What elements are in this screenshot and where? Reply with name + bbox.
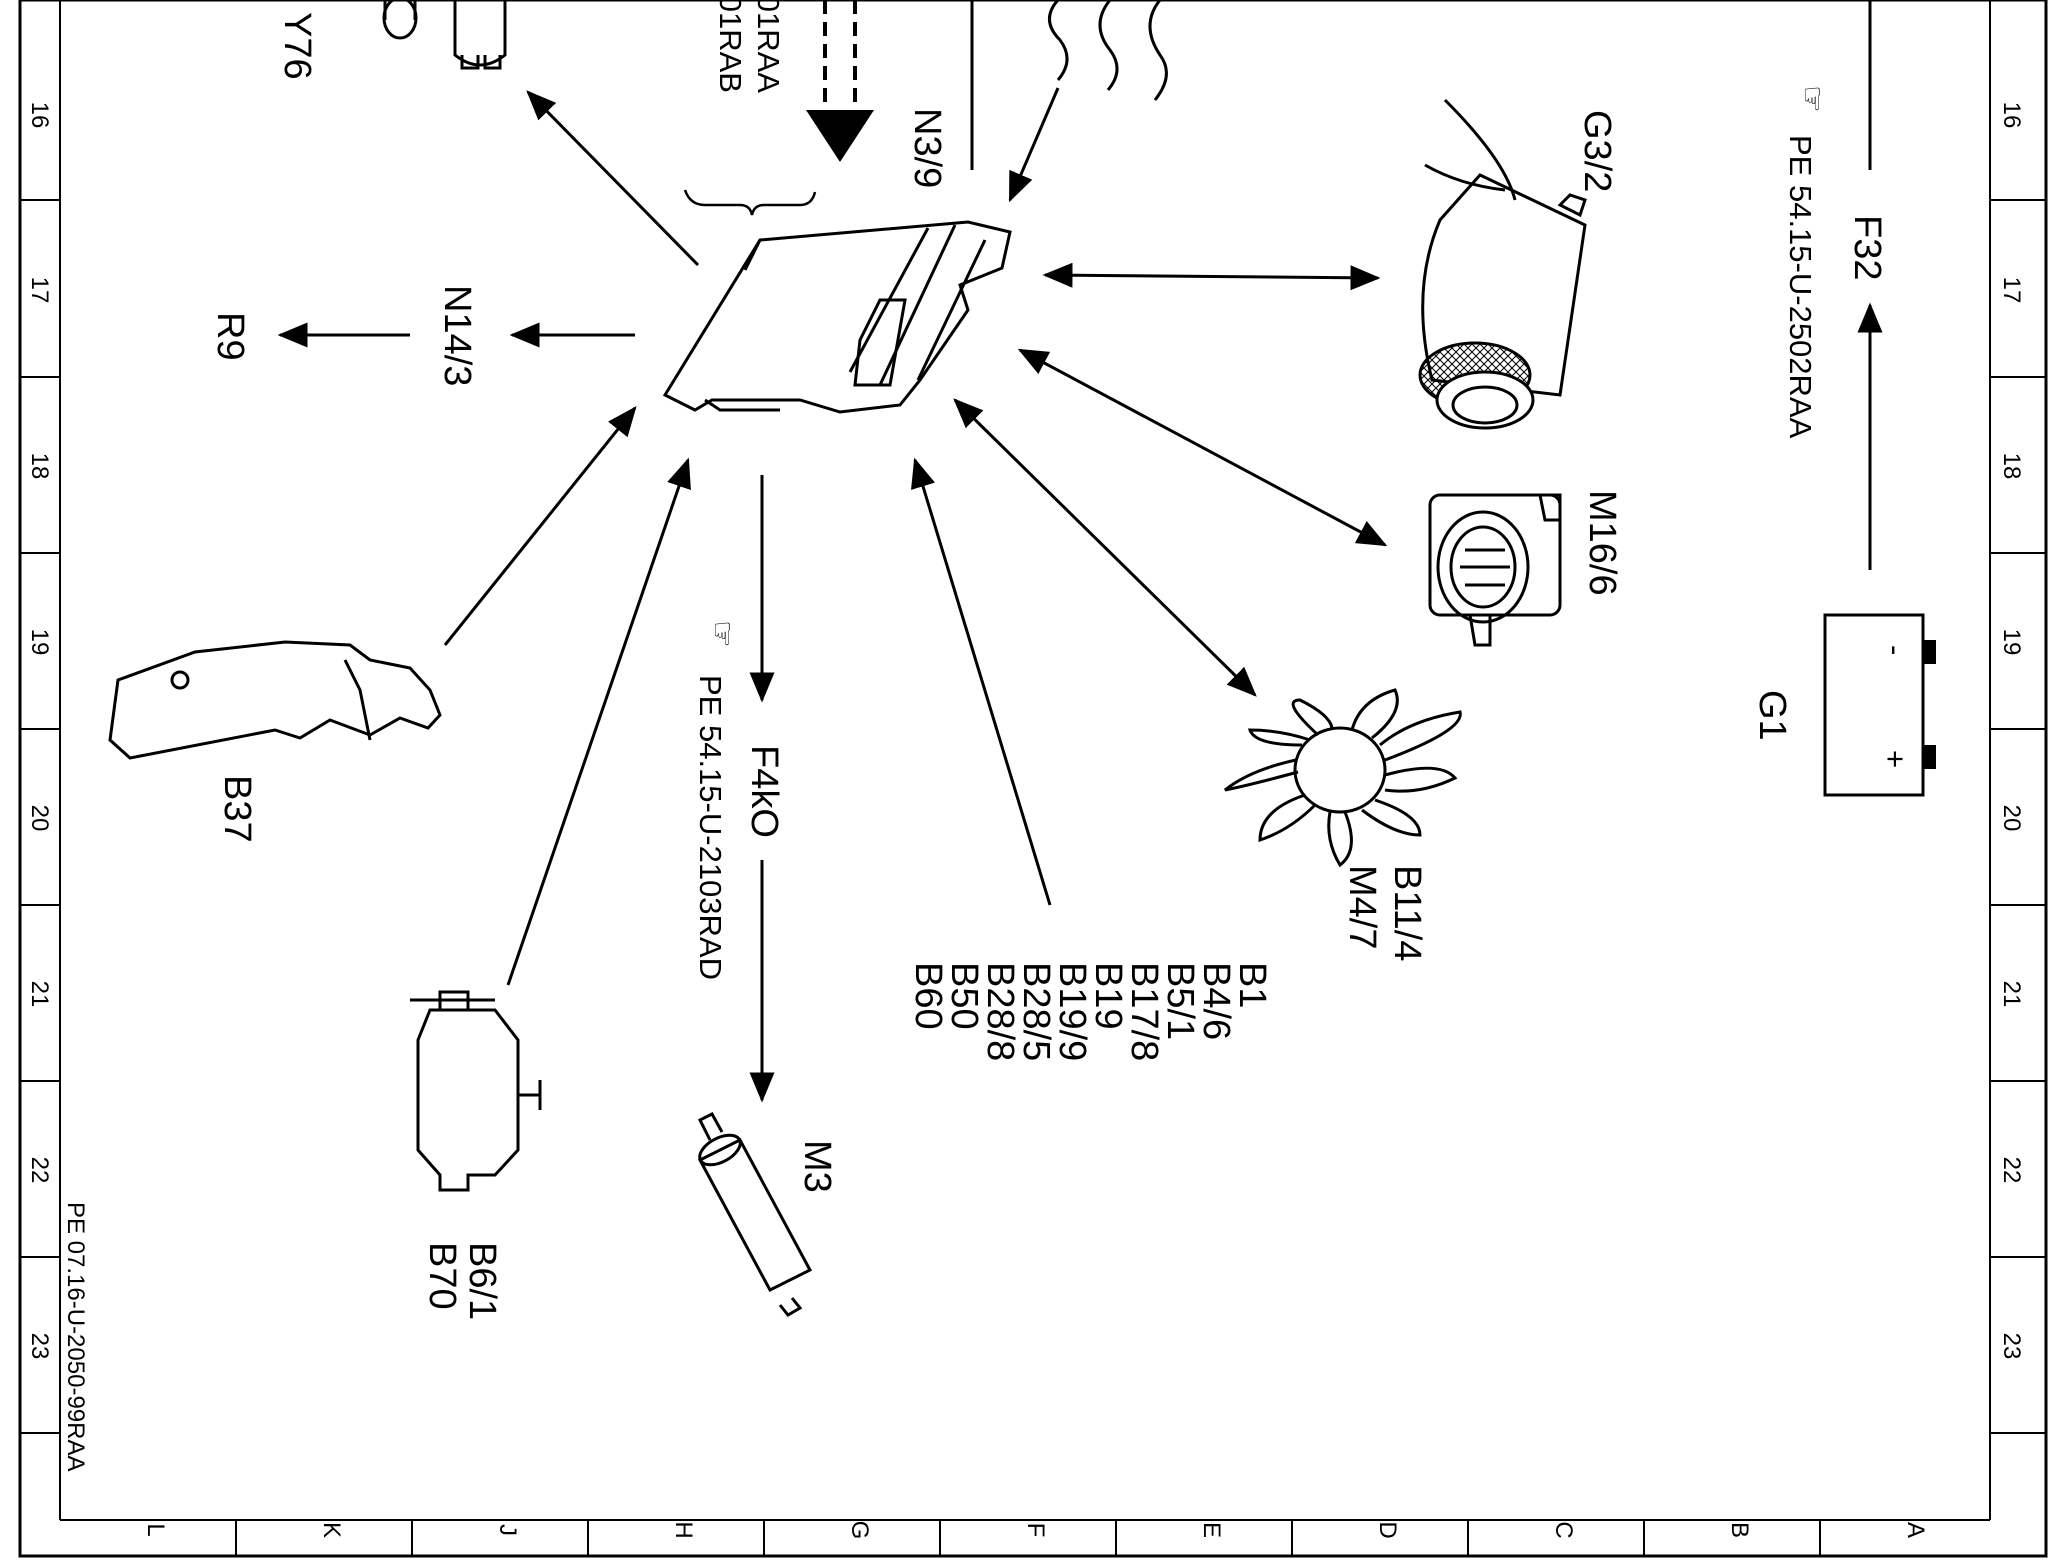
footer-document-id: PE 07.16-U-2050-99RAA bbox=[62, 1202, 89, 1471]
label-m16-6: M16/6 bbox=[1581, 490, 1623, 596]
label-sensor-b19-9: B19/9 bbox=[1051, 962, 1093, 1061]
diagram-frame bbox=[18, 0, 2048, 1558]
label-sensor-b60: B60 bbox=[907, 962, 949, 1030]
label-f32: F32 bbox=[1846, 215, 1888, 280]
component-m3-drawing bbox=[697, 1112, 813, 1317]
arrow-ecu-g3-2 bbox=[1042, 262, 1381, 291]
component-b6-1-b70-drawing bbox=[410, 990, 542, 1192]
grid-col-F: F bbox=[1022, 1523, 1049, 1538]
row-ticks bbox=[20, 199, 2046, 1434]
grid-row-22-left: 22 bbox=[26, 1157, 53, 1184]
grid-row-21-left: 21 bbox=[26, 981, 53, 1008]
grid-row-19-right: 19 bbox=[1998, 629, 2025, 656]
component-b37-drawing bbox=[108, 640, 442, 760]
arrow-b6-1-to-ecu bbox=[506, 457, 691, 986]
component-y76-drawing bbox=[382, 0, 507, 70]
grid-col-K: K bbox=[318, 1522, 345, 1538]
wavy-signal-lines bbox=[1048, 0, 1168, 101]
grid-row-20-right: 20 bbox=[1998, 805, 2025, 832]
component-b11-4-m4-7-fan-drawing bbox=[1224, 688, 1462, 868]
grid-row-17-right: 17 bbox=[1998, 277, 2025, 304]
label-g1: G1 bbox=[1751, 690, 1793, 741]
grid-row-17-left: 17 bbox=[26, 277, 53, 304]
grid-row-20-left: 20 bbox=[26, 805, 53, 832]
label-b70: B70 bbox=[421, 1242, 463, 1310]
label-pe-2502: PE 54.15-U-2502RAA bbox=[1783, 135, 1818, 439]
grid-row-22-right: 22 bbox=[1998, 1157, 2025, 1184]
arrow-ecu-to-y76 bbox=[526, 90, 700, 267]
grid-col-B: B bbox=[1726, 1522, 1753, 1538]
label-n3-9: N3/9 bbox=[906, 108, 948, 188]
grid-col-G: G bbox=[846, 1521, 873, 1540]
label-sensor-b50: B50 bbox=[943, 962, 985, 1030]
control-unit-n3-9-drawing bbox=[662, 220, 1012, 414]
icon-pointing-hand-f32: ☞ bbox=[1795, 85, 1830, 113]
grid-col-J: J bbox=[494, 1524, 521, 1536]
label-ref-2101raa: 6-U-2101RAA bbox=[751, 0, 786, 93]
arrow-b37-to-ecu bbox=[443, 406, 637, 646]
label-b37: B37 bbox=[216, 775, 258, 843]
label-b11-4: B11/4 bbox=[1386, 865, 1428, 961]
grid-col-E: E bbox=[1198, 1522, 1225, 1538]
label-sensor-b5-1: B5/1 bbox=[1159, 962, 1201, 1040]
label-sensor-b28-5: B28/5 bbox=[1015, 962, 1057, 1061]
component-g1-battery bbox=[1823, 613, 1936, 797]
label-sensor-b1: B1 bbox=[1231, 962, 1273, 1008]
label-sensor-b4-6: B4/6 bbox=[1195, 962, 1237, 1040]
grid-row-18-left: 18 bbox=[26, 453, 53, 480]
label-f4k0: F4kO bbox=[743, 745, 785, 838]
arrow-ecu-fan bbox=[953, 398, 1257, 697]
sensor-label-list: B1 B4/6 B5/1 B17/8 B19 B19/9 B28/5 B28/8… bbox=[907, 962, 1273, 1061]
arrow-wavy-to-ecu bbox=[1008, 87, 1060, 203]
label-sensor-b17-8: B17/8 bbox=[1123, 962, 1165, 1061]
component-m16-6-drawing bbox=[1428, 493, 1562, 647]
dashed-bus-input-arrow bbox=[806, 0, 874, 162]
grid-row-16-right: 16 bbox=[1998, 102, 2025, 129]
grid-row-23-right: 23 bbox=[1998, 1333, 2025, 1360]
grid-column-labels: L K J H G F E D C B A bbox=[142, 1521, 1929, 1540]
label-m3: M3 bbox=[796, 1140, 838, 1193]
label-y76: Y76 bbox=[276, 12, 318, 80]
grid-col-L: L bbox=[142, 1523, 169, 1536]
grid-row-21-right: 21 bbox=[1998, 981, 2025, 1008]
label-m4-7: M4/7 bbox=[1341, 865, 1383, 949]
label-b6-1: B6/1 bbox=[461, 1242, 503, 1320]
arrow-sensors-to-ecu bbox=[911, 457, 1052, 906]
grid-row-labels: 16 17 18 19 20 21 22 23 16 17 18 19 20 2… bbox=[26, 102, 2025, 1360]
grid-row-18-right: 18 bbox=[1998, 453, 2025, 480]
grid-col-A: A bbox=[1902, 1522, 1929, 1538]
grid-row-19-left: 19 bbox=[26, 629, 53, 656]
column-ticks bbox=[235, 1520, 1821, 1556]
label-pe-2103: PE 54.15-U-2103RAD bbox=[693, 675, 728, 980]
component-g3-2-drawing bbox=[1418, 98, 1587, 430]
label-g3-2: G3/2 bbox=[1576, 110, 1618, 192]
grid-col-H: H bbox=[670, 1521, 697, 1538]
label-battery-plus: + bbox=[1878, 750, 1913, 768]
grid-col-C: C bbox=[1550, 1521, 1577, 1538]
label-r9: R9 bbox=[209, 312, 251, 361]
grid-row-16-left: 16 bbox=[26, 102, 53, 129]
grid-row-23-left: 23 bbox=[26, 1333, 53, 1360]
label-n14-3: N14/3 bbox=[436, 285, 478, 386]
label-battery-minus: - bbox=[1878, 645, 1913, 655]
grid-col-D: D bbox=[1374, 1521, 1401, 1538]
label-ref-2101rab: 6-U-2101RAB bbox=[713, 0, 748, 93]
label-sensor-b28-8: B28/8 bbox=[979, 962, 1021, 1061]
label-sensor-b19: B19 bbox=[1087, 962, 1129, 1030]
reference-brace bbox=[683, 189, 817, 216]
icon-pointing-hand-f4k0: ☞ bbox=[705, 620, 740, 648]
